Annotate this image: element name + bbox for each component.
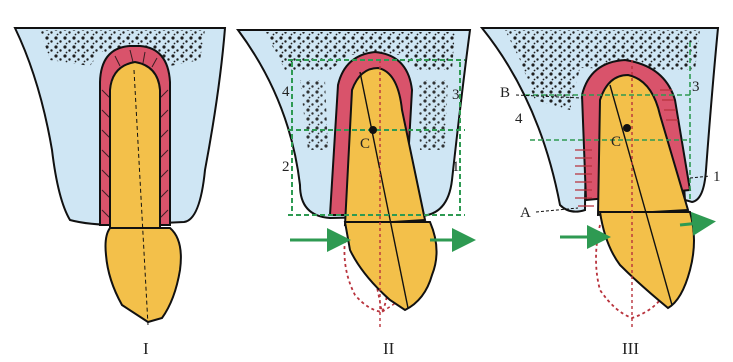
label-1-panel-3: 1 bbox=[713, 170, 721, 185]
label-1-panel-2: 1 bbox=[452, 160, 460, 175]
label-4-panel-3: 4 bbox=[515, 112, 523, 127]
tooth-crown bbox=[600, 212, 694, 308]
label-center-c-2: C bbox=[360, 137, 370, 152]
tooth-crown bbox=[345, 222, 437, 310]
panel-2 bbox=[238, 30, 470, 330]
label-3-panel-2: 3 bbox=[452, 88, 460, 103]
rotation-center bbox=[369, 126, 377, 134]
numeral-panel-1: I bbox=[143, 340, 149, 357]
rotation-center bbox=[623, 124, 631, 132]
panel-1 bbox=[15, 28, 225, 325]
label-3-panel-3: 3 bbox=[692, 80, 700, 95]
tooth-crown bbox=[106, 228, 181, 322]
numeral-panel-3: III bbox=[622, 340, 639, 357]
label-center-c-3: C bbox=[611, 135, 621, 150]
bone-trabeculae-side-r bbox=[418, 80, 448, 150]
panel-3 bbox=[482, 28, 718, 330]
label-b: B bbox=[500, 86, 510, 101]
label-4-panel-2: 4 bbox=[282, 85, 290, 100]
numeral-panel-2: II bbox=[383, 340, 394, 357]
label-a: A bbox=[520, 206, 531, 221]
label-2-panel-2: 2 bbox=[282, 160, 290, 175]
